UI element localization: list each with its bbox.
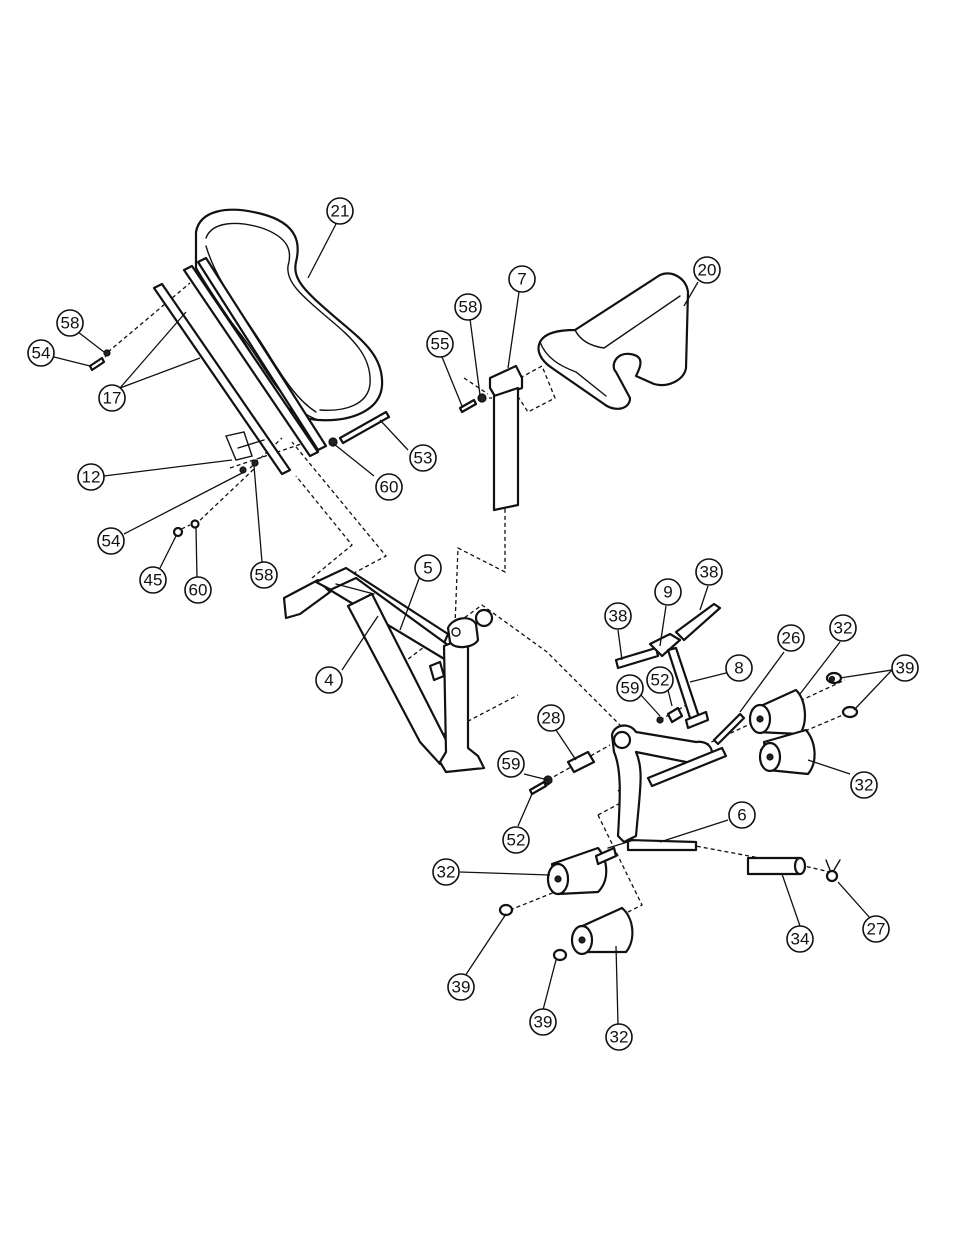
callout-52-lower: 52 bbox=[503, 827, 529, 853]
main-frame-4-5 bbox=[284, 568, 492, 772]
svg-text:12: 12 bbox=[82, 468, 101, 487]
callout-8: 8 bbox=[726, 655, 752, 681]
svg-text:7: 7 bbox=[517, 270, 526, 289]
svg-text:20: 20 bbox=[698, 261, 717, 280]
svg-text:59: 59 bbox=[621, 679, 640, 698]
svg-text:59: 59 bbox=[502, 755, 521, 774]
svg-text:5: 5 bbox=[423, 559, 432, 578]
roller-pad-32-left bbox=[548, 848, 616, 894]
svg-text:58: 58 bbox=[459, 298, 478, 317]
callout-52-upper: 52 bbox=[647, 667, 673, 693]
tube-34 bbox=[748, 858, 805, 874]
callout-17: 17 bbox=[99, 385, 125, 411]
roller-pad-32-bottom bbox=[572, 908, 632, 954]
svg-text:9: 9 bbox=[663, 583, 672, 602]
callout-7: 7 bbox=[509, 266, 535, 292]
callout-12: 12 bbox=[78, 464, 104, 490]
svg-text:53: 53 bbox=[414, 449, 433, 468]
callout-60-right: 60 bbox=[376, 474, 402, 500]
svg-text:58: 58 bbox=[61, 314, 80, 333]
svg-text:32: 32 bbox=[855, 776, 874, 795]
callout-32-left: 32 bbox=[433, 859, 459, 885]
svg-text:4: 4 bbox=[324, 671, 333, 690]
callout-59-lower: 59 bbox=[498, 751, 524, 777]
svg-text:38: 38 bbox=[700, 563, 719, 582]
callout-27: 27 bbox=[863, 916, 889, 942]
svg-text:39: 39 bbox=[452, 978, 471, 997]
svg-text:26: 26 bbox=[782, 629, 801, 648]
leg-roller-frame-6 bbox=[608, 726, 726, 850]
callout-39-left: 39 bbox=[448, 974, 474, 1000]
svg-text:60: 60 bbox=[189, 581, 208, 600]
callout-32-bottom: 32 bbox=[606, 1024, 632, 1050]
callout-54-lower: 54 bbox=[98, 528, 124, 554]
roller-handle-9 bbox=[616, 604, 720, 728]
svg-text:17: 17 bbox=[103, 389, 122, 408]
callout-39-bottom: 39 bbox=[530, 1009, 556, 1035]
svg-text:32: 32 bbox=[610, 1028, 629, 1047]
svg-text:55: 55 bbox=[431, 335, 450, 354]
callout-20: 20 bbox=[694, 257, 720, 283]
arm-pad-20 bbox=[539, 274, 689, 409]
svg-text:58: 58 bbox=[255, 566, 274, 585]
svg-text:6: 6 bbox=[737, 806, 746, 825]
svg-text:38: 38 bbox=[609, 607, 628, 626]
callout-39-top: 39 bbox=[892, 655, 918, 681]
callout-45: 45 bbox=[140, 567, 166, 593]
callout-21: 21 bbox=[327, 198, 353, 224]
callout-5: 5 bbox=[415, 555, 441, 581]
callout-32-top: 32 bbox=[830, 615, 856, 641]
svg-text:39: 39 bbox=[896, 659, 915, 678]
svg-text:52: 52 bbox=[507, 831, 526, 850]
svg-text:8: 8 bbox=[734, 659, 743, 678]
svg-text:34: 34 bbox=[791, 930, 810, 949]
callout-58-top: 58 bbox=[455, 294, 481, 320]
svg-text:27: 27 bbox=[867, 920, 886, 939]
callout-9: 9 bbox=[655, 579, 681, 605]
svg-text:32: 32 bbox=[834, 619, 853, 638]
callout-32-right: 32 bbox=[851, 772, 877, 798]
callout-53: 53 bbox=[410, 445, 436, 471]
callout-38-right: 38 bbox=[696, 559, 722, 585]
callout-60-lower: 60 bbox=[185, 577, 211, 603]
callout-34: 34 bbox=[787, 926, 813, 952]
callout-26: 26 bbox=[778, 625, 804, 651]
roller-pad-32-right bbox=[760, 730, 815, 774]
callout-55: 55 bbox=[427, 331, 453, 357]
svg-text:45: 45 bbox=[144, 571, 163, 590]
callout-4: 4 bbox=[316, 667, 342, 693]
callout-58-lower: 58 bbox=[251, 562, 277, 588]
callout-59-upper: 59 bbox=[617, 675, 643, 701]
svg-text:54: 54 bbox=[32, 344, 51, 363]
svg-text:54: 54 bbox=[102, 532, 121, 551]
svg-text:60: 60 bbox=[380, 478, 399, 497]
roller-pad-32-upper bbox=[750, 690, 805, 734]
callout-58-left: 58 bbox=[57, 310, 83, 336]
svg-text:28: 28 bbox=[542, 709, 561, 728]
callout-54-left: 54 bbox=[28, 340, 54, 366]
svg-text:21: 21 bbox=[331, 202, 350, 221]
svg-text:39: 39 bbox=[534, 1013, 553, 1032]
svg-text:52: 52 bbox=[651, 671, 670, 690]
callout-28: 28 bbox=[538, 705, 564, 731]
clip-27 bbox=[826, 860, 840, 881]
svg-text:32: 32 bbox=[437, 863, 456, 882]
upright-post-7 bbox=[460, 366, 522, 510]
callout-6: 6 bbox=[729, 802, 755, 828]
callout-38-left: 38 bbox=[605, 603, 631, 629]
